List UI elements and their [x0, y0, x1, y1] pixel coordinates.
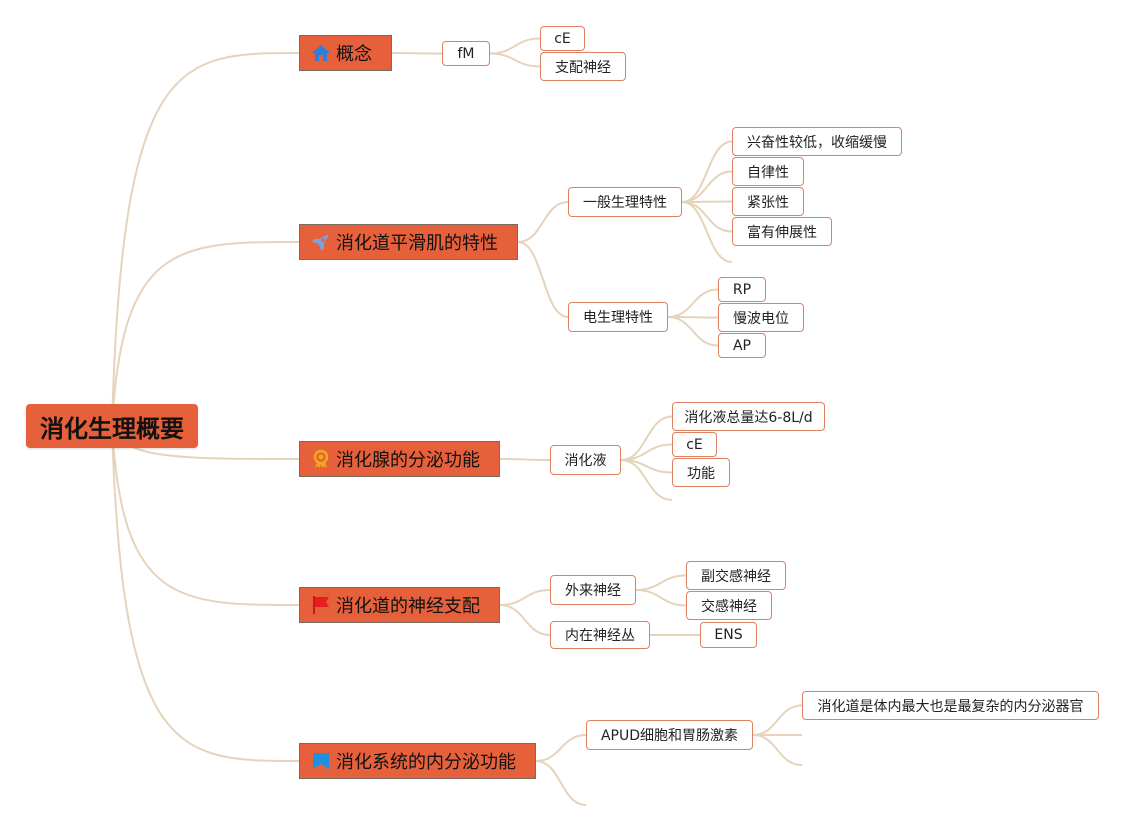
leaf-ens[interactable]: ENS: [700, 622, 757, 648]
root-connector: [111, 241, 300, 427]
leaf-largest-endocrine-organ[interactable]: 消化道是体内最大也是最复杂的内分泌器官: [802, 691, 1099, 720]
leaf-ce[interactable]: cE: [540, 26, 585, 51]
branch-connector: [667, 316, 719, 347]
rocket-icon: [310, 231, 332, 253]
leaf-automaticity[interactable]: 自律性: [732, 157, 804, 186]
branch-smooth-muscle[interactable]: 消化道平滑肌的特性: [299, 224, 518, 260]
leaf-function[interactable]: 功能: [672, 458, 730, 487]
branch-connector: [681, 170, 733, 203]
branch-connector: [752, 704, 803, 736]
flag-icon: [310, 594, 332, 616]
branch-connector: [681, 200, 733, 203]
leaf-ce[interactable]: cE: [672, 432, 717, 457]
branch-endocrine[interactable]: 消化系统的内分泌功能: [299, 743, 536, 779]
node-fm[interactable]: fM: [442, 41, 490, 66]
branch-connector: [517, 201, 569, 243]
branch-connector: [489, 52, 541, 68]
branch-connector: [489, 37, 541, 55]
branch-label: 消化道平滑肌的特性: [336, 233, 498, 254]
branch-connector: [681, 140, 733, 203]
empty-stub-connector: [535, 760, 587, 806]
bookmark-icon: [310, 750, 332, 772]
empty-stub-connector: [681, 201, 733, 263]
branch-connector: [635, 589, 687, 607]
node-apud-cells[interactable]: APUD细胞和胃肠激素: [586, 720, 753, 750]
empty-stub-connector: [752, 734, 803, 766]
leaf-slow-wave[interactable]: 慢波电位: [718, 303, 804, 332]
leaf-parasympathetic[interactable]: 副交感神经: [686, 561, 786, 590]
branch-label: 消化系统的内分泌功能: [336, 752, 516, 773]
root-connector: [111, 425, 300, 606]
branch-connector: [667, 288, 719, 318]
branch-connector: [681, 201, 733, 233]
branch-connector: [499, 604, 551, 636]
branch-connector: [499, 589, 551, 606]
root-connector: [111, 425, 300, 762]
branch-nerve-supply[interactable]: 消化道的神经支配: [299, 587, 500, 623]
root-topic[interactable]: 消化生理概要: [26, 404, 198, 448]
branch-concept[interactable]: 概念: [299, 35, 392, 71]
root-connector: [111, 52, 300, 427]
branch-label: 概念: [336, 44, 372, 65]
empty-stub-connector: [620, 459, 673, 501]
award-icon: [310, 448, 332, 470]
node-electrophysiology[interactable]: 电生理特性: [568, 302, 668, 332]
branch-gland-secretion[interactable]: 消化腺的分泌功能: [299, 441, 500, 477]
leaf-ap[interactable]: AP: [718, 333, 766, 358]
branch-connector: [499, 458, 551, 461]
leaf-nerve-supply[interactable]: 支配神经: [540, 52, 626, 81]
branch-label: 消化腺的分泌功能: [336, 450, 480, 471]
leaf-total-volume[interactable]: 消化液总量达6-8L/d: [672, 402, 825, 431]
branch-connector: [391, 52, 443, 55]
home-icon: [310, 42, 332, 64]
leaf-extensibility[interactable]: 富有伸展性: [732, 217, 832, 246]
branch-label: 消化道的神经支配: [336, 596, 480, 617]
leaf-low-excitability[interactable]: 兴奋性较低，收缩缓慢: [732, 127, 902, 156]
branch-connector: [620, 415, 673, 461]
node-extrinsic-nerves[interactable]: 外来神经: [550, 575, 636, 605]
node-general-physiology[interactable]: 一般生理特性: [568, 187, 682, 217]
leaf-sympathetic[interactable]: 交感神经: [686, 591, 772, 620]
node-digestive-juice[interactable]: 消化液: [550, 445, 621, 475]
leaf-tonicity[interactable]: 紧张性: [732, 187, 804, 216]
leaf-rp[interactable]: RP: [718, 277, 766, 302]
branch-connector: [635, 574, 687, 591]
branch-connector: [535, 734, 587, 762]
node-intrinsic-plexus[interactable]: 内在神经丛: [550, 621, 650, 649]
branch-connector: [517, 241, 569, 318]
